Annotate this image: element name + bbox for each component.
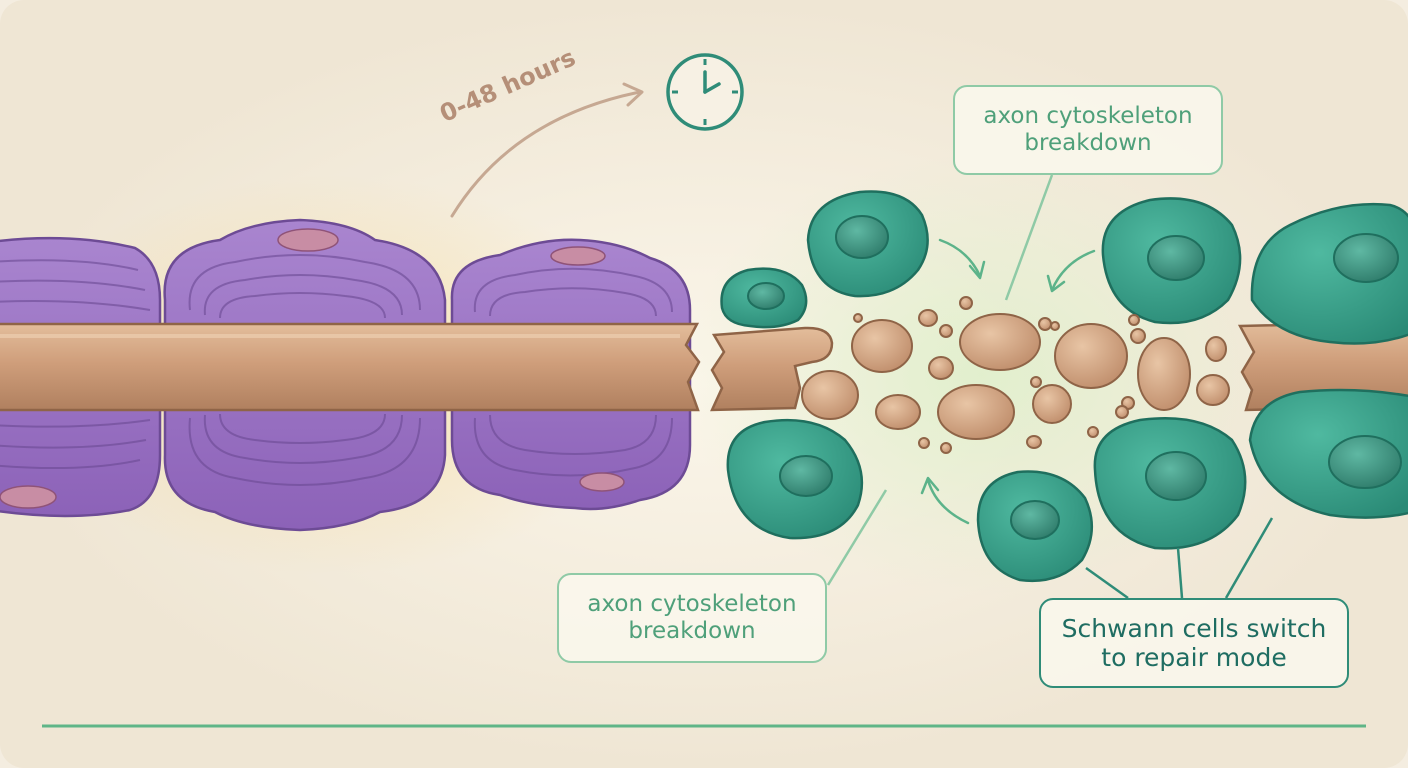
schwann-cell (1250, 202, 1408, 345)
schwann-cell (1248, 388, 1408, 519)
schwann-cell (976, 470, 1094, 582)
axon-intact (0, 322, 701, 412)
time-arrow-head (622, 82, 644, 107)
leader-line-top (1004, 174, 1054, 301)
schwann-cell (806, 190, 929, 298)
callout-schwann-line-2: to repair mode (1101, 643, 1287, 672)
schwann-cell (726, 418, 864, 540)
leader-line-bottom (826, 489, 888, 586)
callout-top-line-2: breakdown (1024, 130, 1152, 156)
callout-bottom-line-1: axon cytoskeleton (587, 590, 797, 617)
schwann-cell (1101, 197, 1242, 325)
callout-bottom-line-2: breakdown (628, 618, 756, 644)
leader-lines-schwann (1085, 517, 1274, 600)
callout-top-line-1: axon cytoskeleton (983, 102, 1193, 129)
axon-debris (801, 296, 1230, 454)
time-arrow (450, 90, 642, 218)
callout-bottom: axon cytoskeleton breakdown (557, 573, 827, 663)
callout-schwann-line-1: Schwann cells switch (1061, 613, 1327, 643)
migration-arrows (920, 238, 1096, 525)
callout-schwann-cells: Schwann cells switch to repair mode (1039, 598, 1349, 688)
axon-broken-fragment (710, 326, 834, 412)
schwann-cell (720, 267, 808, 329)
clock-icon (666, 53, 744, 131)
schwann-cell (1093, 417, 1247, 550)
callout-top: axon cytoskeleton breakdown (953, 85, 1223, 175)
